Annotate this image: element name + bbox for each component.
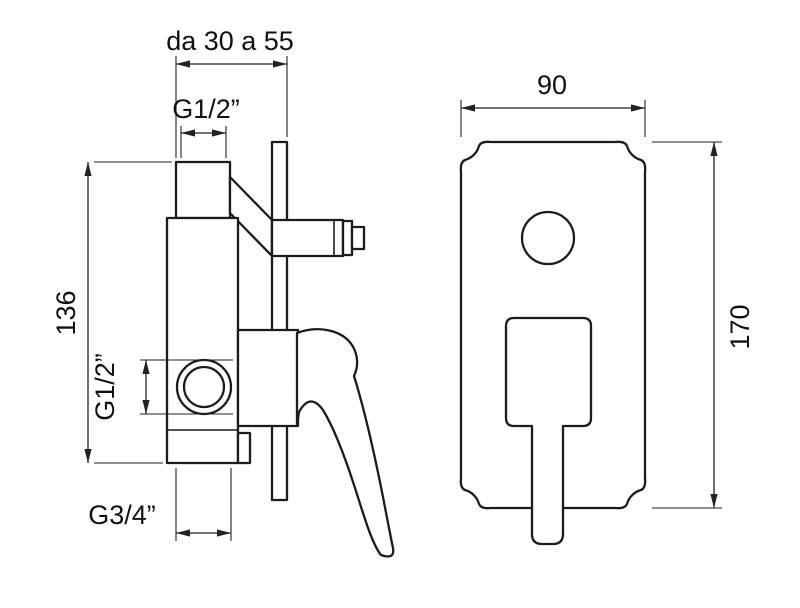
side-view <box>165 140 395 558</box>
side-outlet-port-inner <box>182 365 226 409</box>
handle-front <box>504 316 593 546</box>
top-inlet-label: G1/2” <box>172 94 240 124</box>
dimension-bottom-outlet: G3/4” <box>88 468 232 541</box>
side-outlet-label: G1/2” <box>90 353 120 421</box>
bottom-outlet-label: G3/4” <box>88 500 156 530</box>
dimension-top-inlet: G1/2” <box>172 94 240 158</box>
handle-lever-side <box>295 328 395 558</box>
diverter-cap-knob <box>350 225 366 251</box>
depth-range-label: da 30 a 55 <box>166 26 294 56</box>
diverter-stub <box>270 218 345 258</box>
dimension-plate-width: 90 <box>460 70 646 137</box>
cartridge-hub <box>236 328 300 428</box>
plate-width-label: 90 <box>537 70 567 100</box>
diverter-button <box>520 210 576 266</box>
dimension-side-outlet: G1/2” <box>90 353 233 421</box>
diverter-cap-collar <box>341 219 354 257</box>
body-bottom-step <box>236 431 252 465</box>
dimension-height-136: 136 <box>51 161 172 464</box>
plate-height-label: 170 <box>725 304 755 349</box>
front-view <box>459 140 647 546</box>
dimension-plate-height: 170 <box>652 141 755 509</box>
dimension-depth-range: da 30 a 55 <box>166 26 294 158</box>
height-label: 136 <box>51 290 81 335</box>
valve-body <box>165 216 240 465</box>
top-inlet-block <box>174 160 232 220</box>
wall-plate-side <box>270 140 289 502</box>
